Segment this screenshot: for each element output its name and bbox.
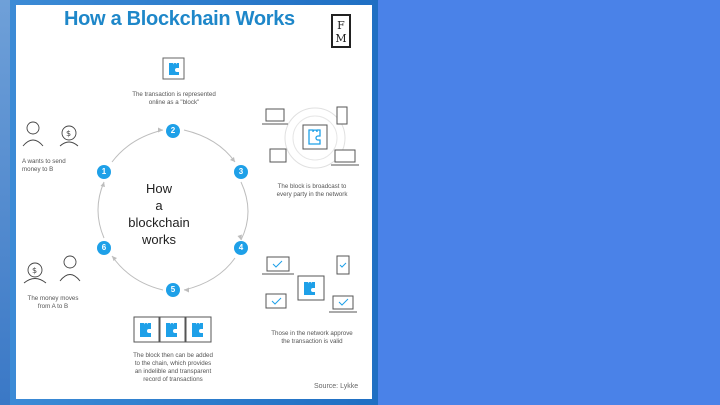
- step-caption-1: A wants to send money to B: [22, 158, 84, 174]
- arc-6-1: [97, 181, 105, 239]
- approval-network-icon: [262, 255, 357, 313]
- step-caption-6: The money moves from A to B: [22, 295, 84, 311]
- caption-line: an indelible and transparent: [134, 368, 212, 375]
- caption-line: every party in the network: [276, 191, 348, 198]
- step-caption-2: The transaction is represented online as…: [120, 91, 228, 107]
- step-badge-6: 6: [97, 241, 111, 255]
- left-edge-band: [0, 0, 10, 405]
- arrow-head-2: [158, 127, 163, 133]
- logo-letter-f: F: [337, 19, 345, 32]
- center-line-2: a blockchain: [128, 198, 190, 230]
- arrow-head-6: [112, 256, 117, 261]
- svg-text:$: $: [66, 129, 71, 138]
- step-caption-3: The block is broadcast to every party in…: [262, 183, 362, 199]
- caption-line: The money moves: [27, 295, 79, 302]
- center-line-1: How: [145, 181, 172, 196]
- arc-2-3: [183, 129, 236, 163]
- arc-5-6: [111, 255, 164, 291]
- caption-line: money to B: [22, 166, 54, 173]
- arrow-head-1: [100, 182, 105, 187]
- caption-line: to the chain, which provides: [134, 360, 212, 367]
- step-badge-5: 5: [166, 283, 180, 297]
- step-badge-4: 4: [234, 241, 248, 255]
- block-chain-icon: [133, 316, 212, 343]
- caption-line: The block is broadcast to: [277, 183, 347, 190]
- arrow-head-4: [237, 234, 242, 240]
- caption-line: the transaction is valid: [281, 338, 343, 345]
- arc-1-2: [111, 129, 164, 163]
- money-coin-icon-b: $: [23, 262, 47, 284]
- caption-line: Those in the network approve: [271, 330, 353, 337]
- caption-line: online as a "block": [148, 99, 200, 106]
- step-badge-1: 1: [97, 165, 111, 179]
- logo-letter-m: M: [335, 32, 347, 45]
- step-caption-5: The block then can be added to the chain…: [118, 352, 228, 384]
- arrow-head-3: [230, 157, 235, 162]
- person-a-icon: [22, 121, 44, 147]
- arc-3-4: [240, 181, 249, 241]
- step-caption-4: Those in the network approve the transac…: [262, 330, 362, 346]
- caption-line: from A to B: [37, 303, 69, 310]
- svg-text:$: $: [32, 266, 37, 275]
- step-badge-2: 2: [166, 124, 180, 138]
- arc-4-5: [183, 257, 236, 291]
- center-heading: How a blockchain works: [123, 180, 195, 248]
- step-badge-3: 3: [234, 165, 248, 179]
- caption-line: The block then can be added: [133, 352, 213, 359]
- arrow-head-5: [184, 287, 189, 293]
- block-icon-step2: [162, 57, 185, 80]
- source-credit: Source: Lykke: [314, 383, 359, 390]
- caption-line: A wants to send: [22, 158, 66, 165]
- caption-line: The transaction is represented: [132, 91, 216, 98]
- money-coin-icon: $: [59, 125, 79, 147]
- caption-line: record of transactions: [143, 376, 203, 383]
- center-line-3: works: [142, 232, 176, 247]
- person-b-icon: [59, 255, 81, 282]
- broadcast-network-icon: [262, 106, 359, 169]
- publisher-logo: F M: [331, 14, 351, 48]
- page-title: How a Blockchain Works: [64, 8, 295, 30]
